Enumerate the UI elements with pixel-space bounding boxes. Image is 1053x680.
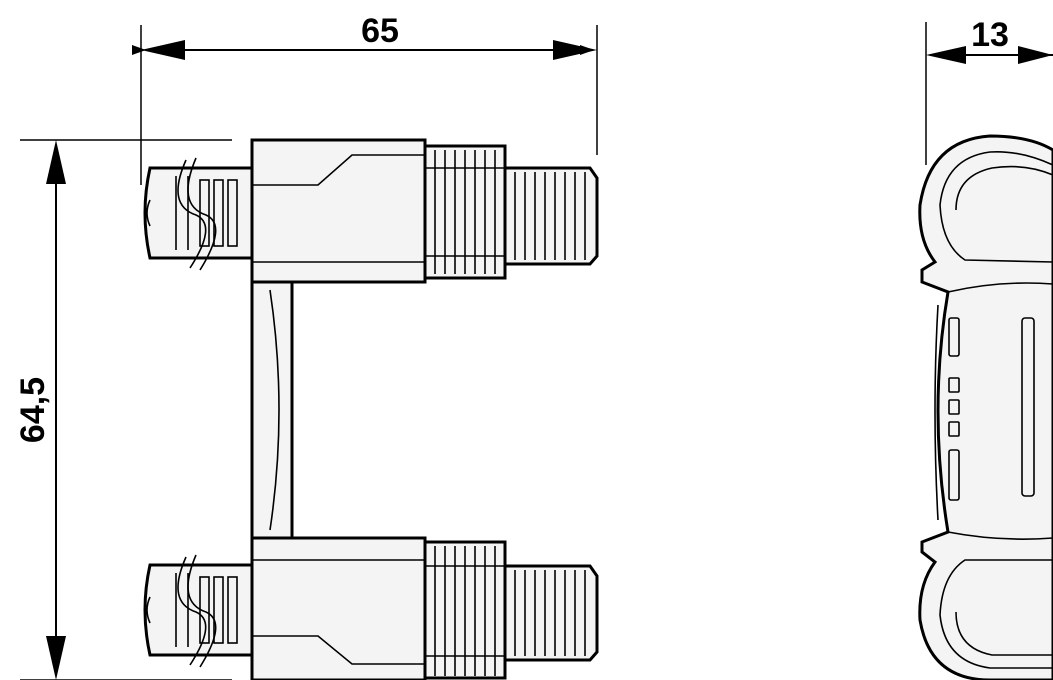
height-dimension: 64,5	[14, 139, 232, 680]
depth-dimension-label: 13	[971, 16, 1009, 54]
connector-top	[143, 138, 599, 284]
side-view	[918, 134, 1053, 680]
threaded-pin-top	[503, 166, 599, 266]
width-dimension-label: 65	[361, 12, 399, 50]
cable-bottom	[143, 554, 254, 668]
bridge-piece	[250, 280, 294, 542]
side-ring-top	[939, 150, 1053, 263]
width-dimension: 65	[132, 12, 598, 185]
connector-bottom	[143, 536, 599, 680]
side-ring-bottom	[939, 559, 1053, 669]
cable-top	[143, 157, 254, 271]
depth-dimension: 13	[925, 16, 1053, 165]
side-middle-detail	[934, 282, 1053, 540]
side-body	[918, 134, 1053, 680]
knurled-nut-top	[423, 144, 507, 280]
housing-top	[250, 138, 427, 284]
front-view	[143, 138, 599, 680]
housing-bottom	[250, 536, 427, 680]
threaded-pin-bottom	[503, 564, 599, 662]
height-dimension-label: 64,5	[14, 377, 52, 443]
knurled-nut-bottom	[423, 540, 507, 680]
